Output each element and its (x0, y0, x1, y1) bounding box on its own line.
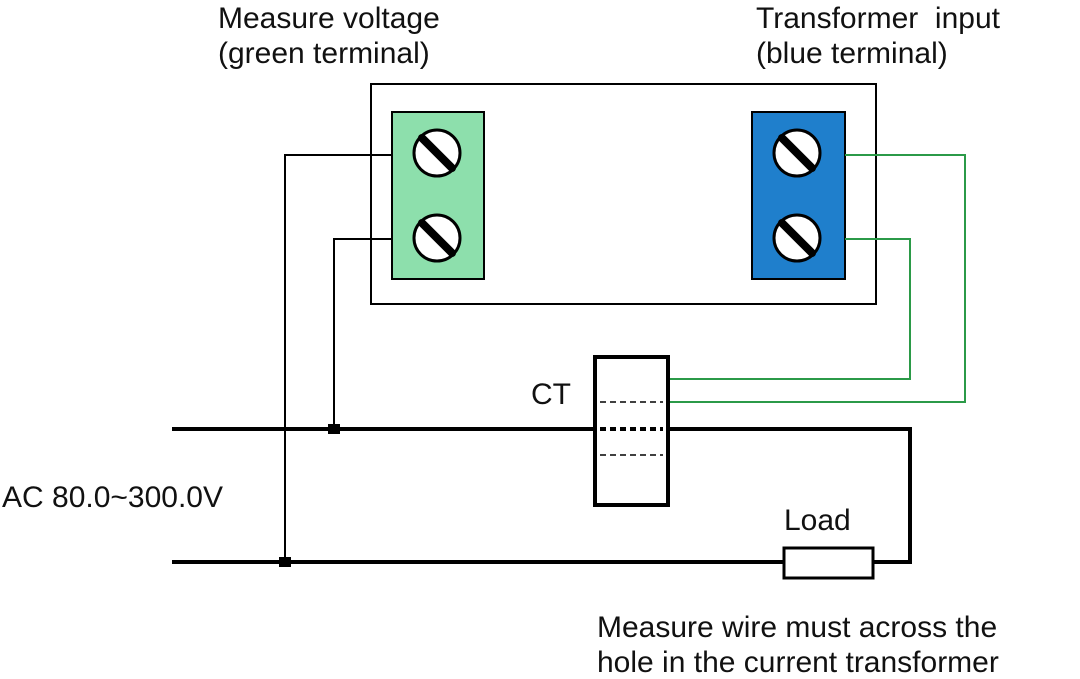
ac-range-label: AC 80.0~300.0V (2, 481, 223, 514)
measure-voltage-label: Measure voltage (218, 2, 440, 35)
transformer-input-label: Transformer input (756, 2, 1001, 35)
voltage-wire-top (284, 154, 392, 562)
module-box (370, 83, 877, 305)
ct-wire-inner (668, 238, 911, 380)
live-line (172, 427, 912, 564)
screw-icon (772, 128, 822, 178)
transformer-input-sublabel: (blue terminal) (756, 37, 948, 70)
note-line-2: hole in the current transformer (597, 646, 999, 679)
measure-voltage-sublabel: (green terminal) (218, 37, 430, 70)
screw-icon (772, 213, 822, 263)
load-resistor (782, 546, 875, 580)
ct-wire-outer (668, 154, 966, 403)
screw-icon (412, 128, 462, 178)
note-line-1: Measure wire must across the (597, 611, 997, 644)
screw-icon (412, 213, 462, 263)
load-label: Load (784, 504, 851, 537)
ct-label: CT (531, 378, 571, 411)
voltage-wire-bottom (333, 238, 392, 429)
